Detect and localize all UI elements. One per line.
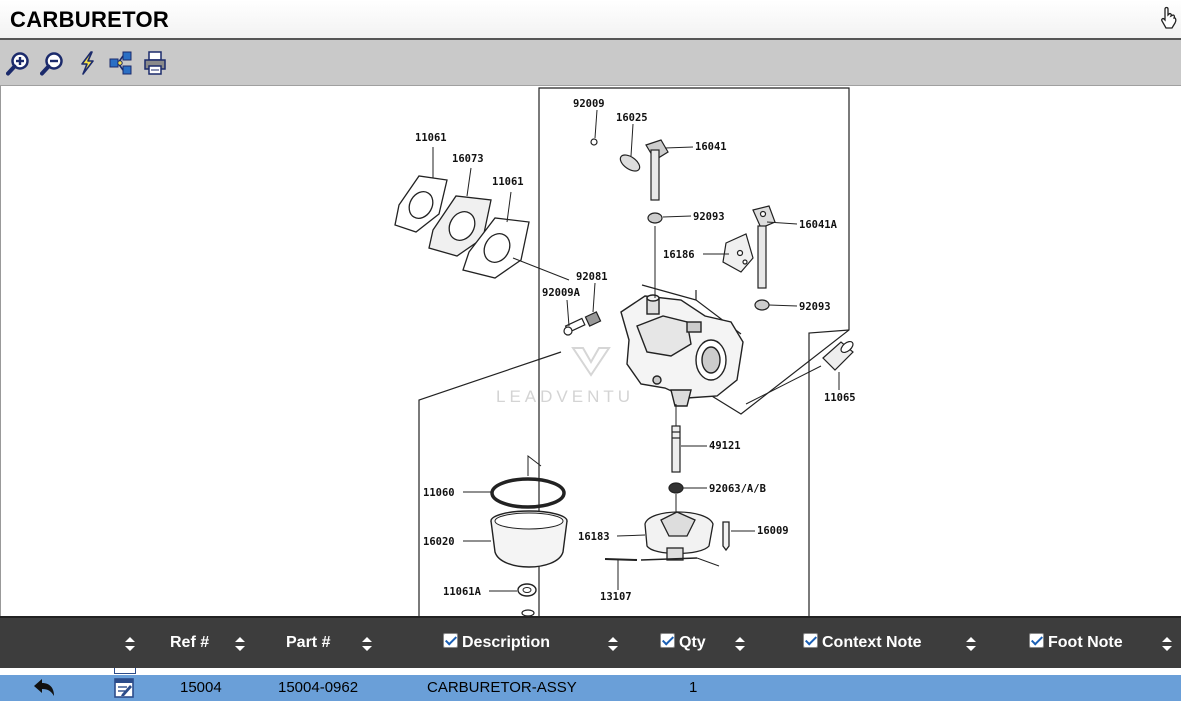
sort-icon[interactable]: [235, 637, 245, 651]
page-title: CARBURETOR: [10, 7, 170, 32]
sort-icon[interactable]: [125, 637, 135, 651]
lightning-icon[interactable]: [74, 50, 100, 76]
label-92093-top[interactable]: 92093: [693, 211, 725, 223]
table-spacer: [0, 668, 1181, 675]
toolbar: [0, 40, 1181, 86]
cell-description: CARBURETOR-ASSY: [427, 679, 577, 696]
watermark-text: LEADVENTU: [496, 387, 634, 406]
carburetor-exploded-view: LEADVENTU: [394, 87, 856, 616]
zoom-out-icon[interactable]: [40, 50, 66, 76]
label-16073[interactable]: 16073: [452, 153, 484, 165]
network-icon[interactable]: [108, 50, 134, 76]
label-92063[interactable]: 92063/A/B: [709, 483, 766, 495]
label-16041A[interactable]: 16041A: [799, 219, 838, 231]
sort-icon[interactable]: [608, 637, 618, 651]
parts-table-header: Ref # Part # Description Qty Context Not…: [0, 616, 1181, 668]
column-header-part[interactable]: Part #: [286, 634, 331, 651]
context-note-column-checkbox[interactable]: [803, 633, 818, 648]
label-16186[interactable]: 16186: [663, 249, 695, 261]
label-16020[interactable]: 16020: [423, 536, 455, 548]
table-row[interactable]: 15004 15004-0962 CARBURETOR-ASSY 1: [0, 675, 1181, 701]
parts-diagram[interactable]: LEADVENTU: [0, 86, 1181, 616]
column-header-ref[interactable]: Ref #: [170, 634, 210, 651]
label-11060[interactable]: 11060: [423, 487, 455, 499]
description-column-checkbox[interactable]: [443, 633, 458, 648]
sort-icon[interactable]: [735, 637, 745, 651]
label-13107[interactable]: 13107: [600, 591, 632, 603]
column-header-description[interactable]: Description: [443, 618, 550, 668]
qty-column-checkbox[interactable]: [660, 633, 675, 648]
cell-part-number[interactable]: 15004-0962: [278, 679, 359, 696]
label-16041[interactable]: 16041: [695, 141, 727, 153]
column-header-context-note[interactable]: Context Note: [803, 618, 922, 668]
label-11061[interactable]: 11061: [492, 176, 524, 188]
cell-ref: 15004: [180, 679, 222, 696]
column-header-qty[interactable]: Qty: [660, 618, 706, 668]
label-11061-top[interactable]: 11061: [415, 132, 447, 144]
label-16183[interactable]: 16183: [578, 531, 610, 543]
sort-icon[interactable]: [362, 637, 372, 651]
label-16009[interactable]: 16009: [757, 525, 789, 537]
label-92093[interactable]: 92093: [799, 301, 831, 313]
foot-note-column-checkbox[interactable]: [1029, 633, 1044, 648]
label-11065[interactable]: 11065: [824, 392, 856, 404]
back-arrow-icon[interactable]: [32, 678, 56, 698]
cell-qty: 1: [689, 679, 698, 696]
label-92009[interactable]: 92009: [573, 98, 605, 110]
label-11061A[interactable]: 11061A: [443, 586, 482, 598]
label-92009A[interactable]: 92009A: [542, 287, 581, 299]
sort-icon[interactable]: [966, 637, 976, 651]
sort-icon[interactable]: [1162, 637, 1172, 651]
zoom-in-icon[interactable]: [6, 50, 32, 76]
label-92081[interactable]: 92081: [576, 271, 608, 283]
title-bar: CARBURETOR: [0, 0, 1181, 40]
label-49121[interactable]: 49121: [709, 440, 741, 452]
help-cursor-icon[interactable]: [1159, 6, 1179, 30]
edit-document-icon[interactable]: [113, 677, 135, 699]
label-16025[interactable]: 16025: [616, 112, 648, 124]
printer-icon[interactable]: [142, 50, 168, 76]
column-header-foot-note[interactable]: Foot Note: [1029, 618, 1123, 668]
